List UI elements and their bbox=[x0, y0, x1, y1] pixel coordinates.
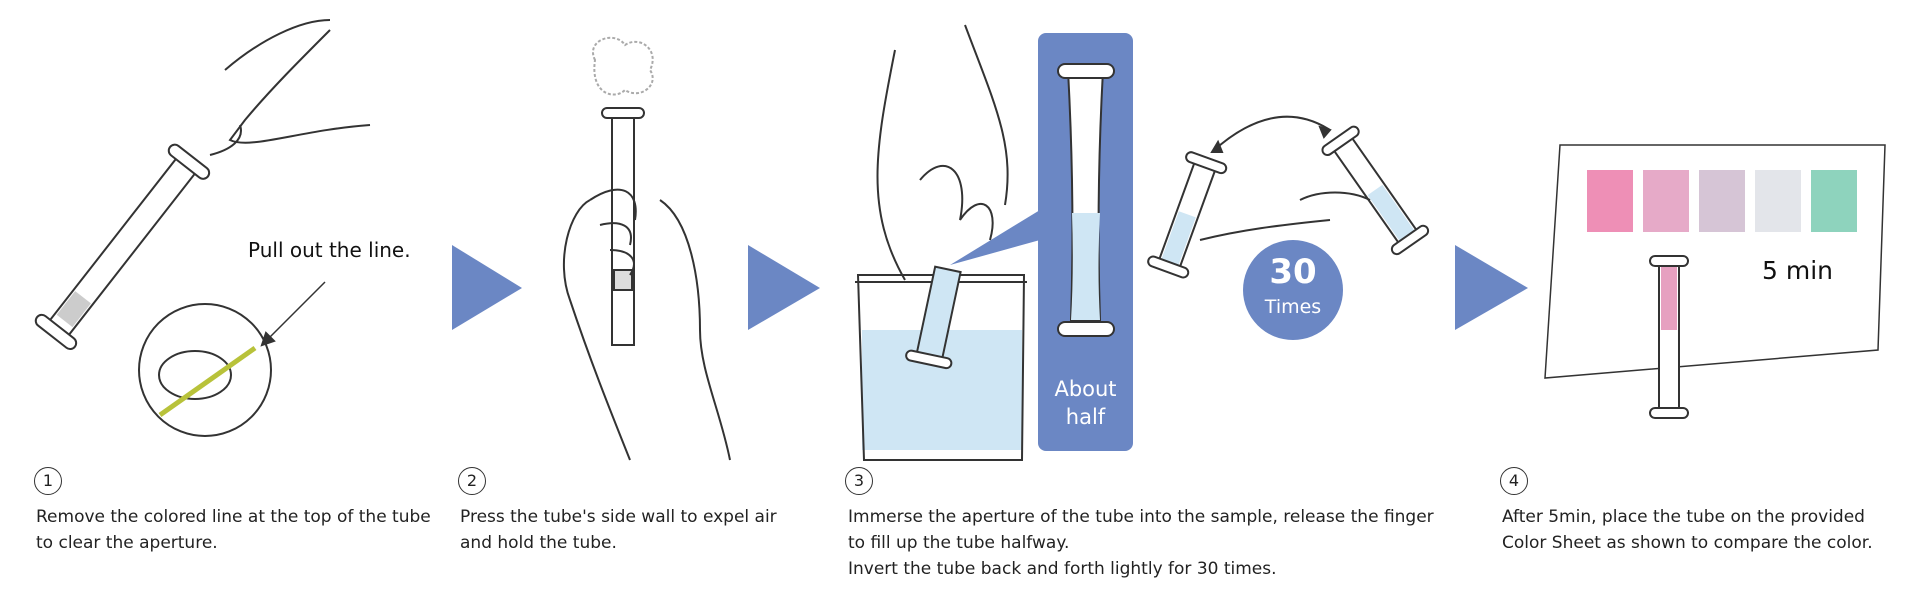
step-2-description: Press the tube's side wall to expel air … bbox=[460, 504, 777, 556]
step-number: 4 bbox=[1500, 467, 1528, 495]
desc-line: and hold the tube. bbox=[460, 533, 617, 553]
invert-illustration bbox=[1147, 115, 1430, 279]
half-filled-tube bbox=[1057, 63, 1115, 337]
times-count: 30 bbox=[1269, 252, 1317, 292]
color-swatch bbox=[1811, 170, 1857, 232]
step2-illustration bbox=[562, 36, 731, 461]
pull-line-label: Pull out the line. bbox=[248, 238, 411, 262]
step-number: 1 bbox=[34, 467, 62, 495]
color-swatch bbox=[1643, 170, 1689, 232]
desc-line: After 5min, place the tube on the provid… bbox=[1502, 507, 1865, 527]
step-4-description: After 5min, place the tube on the provid… bbox=[1502, 504, 1873, 556]
color-swatch bbox=[1699, 170, 1745, 232]
times-label: Times bbox=[1264, 296, 1322, 318]
about-half-label: About half bbox=[1038, 375, 1133, 431]
step-3-description: Immerse the aperture of the tube into th… bbox=[848, 504, 1434, 582]
step-number: 2 bbox=[458, 467, 486, 495]
desc-line: Invert the tube back and forth lightly f… bbox=[848, 559, 1277, 579]
result-tube bbox=[1649, 255, 1689, 419]
duration-label: 5 min bbox=[1762, 256, 1833, 285]
desc-line: Color Sheet as shown to compare the colo… bbox=[1502, 533, 1873, 553]
color-swatch bbox=[1755, 170, 1801, 232]
arrow-icon bbox=[748, 245, 820, 330]
times-badge bbox=[1243, 240, 1343, 340]
desc-line: Press the tube's side wall to expel air bbox=[460, 507, 777, 527]
half-label: half bbox=[1065, 405, 1106, 429]
step3-illustration bbox=[855, 24, 1040, 461]
step1-illustration bbox=[34, 19, 371, 437]
desc-line: to clear the aperture. bbox=[36, 533, 218, 553]
color-swatch bbox=[1587, 170, 1633, 232]
arrow-icon bbox=[452, 245, 522, 330]
step-number: 3 bbox=[845, 467, 873, 495]
desc-line: Remove the colored line at the top of th… bbox=[36, 507, 431, 527]
desc-line: to fill up the tube halfway. bbox=[848, 533, 1070, 553]
step-1-description: Remove the colored line at the top of th… bbox=[36, 504, 431, 556]
desc-line: Immerse the aperture of the tube into th… bbox=[848, 507, 1434, 527]
about-label: About bbox=[1054, 377, 1117, 401]
color-sheet bbox=[1544, 144, 1886, 419]
arrow-icon bbox=[1455, 245, 1528, 330]
